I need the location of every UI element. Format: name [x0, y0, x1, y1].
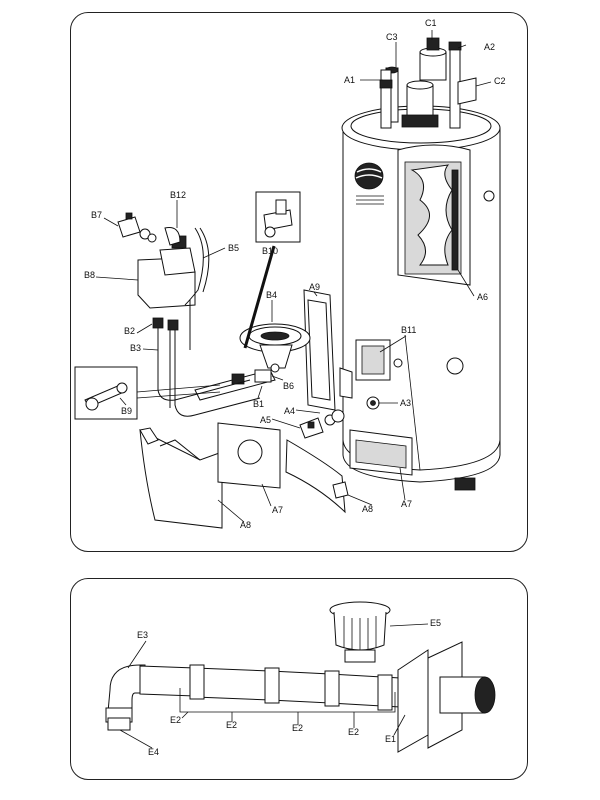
label-c3: C3	[386, 32, 398, 42]
label-b10: B10	[262, 246, 278, 256]
label-e4: E4	[148, 747, 159, 757]
flue-pipe-kit	[105, 601, 496, 753]
label-a5: A5	[260, 415, 271, 425]
label-a1: A1	[344, 75, 355, 85]
label-b11: B11	[401, 325, 416, 335]
water-heater-tank	[303, 37, 501, 491]
label-b12: B12	[170, 190, 186, 200]
shields	[139, 409, 349, 529]
label-a3: A3	[400, 398, 411, 408]
label-a6: A6	[477, 292, 488, 302]
label-e2-1: E2	[170, 715, 181, 725]
label-b2: B2	[124, 326, 135, 336]
gas-control-valve	[117, 212, 210, 350]
label-e2-3: E2	[292, 723, 303, 733]
label-a8-left: A8	[240, 520, 251, 530]
top-leader-lines	[95, 30, 492, 523]
label-c2: C2	[494, 76, 506, 86]
label-a2: A2	[484, 42, 495, 52]
label-b7: B7	[91, 210, 102, 220]
label-a7-left: A7	[272, 505, 283, 515]
label-a7-right: A7	[401, 499, 412, 509]
label-e5: E5	[430, 618, 441, 628]
label-a4: A4	[284, 406, 295, 416]
label-b5: B5	[228, 243, 239, 253]
label-a9: A9	[309, 282, 320, 292]
bottom-labels: E3 E5 E2 E2 E2 E2 E1 E4	[137, 618, 441, 757]
label-b4: B4	[266, 290, 277, 300]
label-e2-4: E2	[348, 727, 359, 737]
label-e2-2: E2	[226, 720, 237, 730]
bottom-leader-lines	[119, 623, 429, 749]
label-e3: E3	[137, 630, 148, 640]
label-b8: B8	[84, 270, 95, 280]
label-b6: B6	[283, 381, 294, 391]
burner-assembly	[74, 191, 311, 420]
label-b3: B3	[130, 343, 141, 353]
label-a8-right: A8	[362, 504, 373, 514]
label-c1: C1	[425, 18, 437, 28]
label-b9: B9	[121, 406, 132, 416]
top-labels: C1 C3 A2 A1 C2 B7 B12 B5 B8 B10 A9 B4 B2…	[84, 18, 506, 530]
label-b1: B1	[253, 399, 264, 409]
label-e1: E1	[385, 734, 396, 744]
